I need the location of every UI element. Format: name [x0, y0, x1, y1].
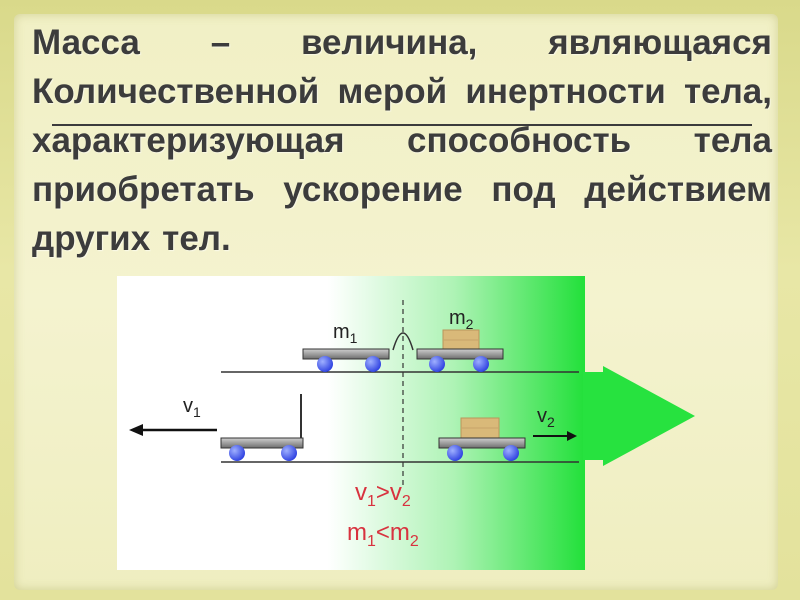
spring-arc-icon: [392, 332, 414, 351]
label-m2-top: m2: [449, 307, 474, 332]
word: Масса: [32, 23, 140, 62]
inertia-diagram: m1 m2 v1 v2 v1>v2 m1<m2: [117, 276, 695, 570]
cart-m2-top: [416, 329, 504, 372]
word: являющаяся: [548, 23, 772, 62]
word: характеризующая: [32, 121, 345, 160]
word: тел.: [162, 219, 231, 258]
word: тела,: [683, 72, 772, 111]
label-v2: v2: [537, 405, 555, 430]
definition-text: Масса – величина, являющаяся Количествен…: [32, 18, 772, 263]
label-v1: v1: [183, 395, 201, 420]
word: приобретать: [32, 170, 255, 209]
definition-line-3: характеризующая способность тела: [32, 116, 772, 165]
arrow-right-v2-icon: [533, 431, 577, 441]
cart-m2-bottom: [438, 417, 526, 461]
label-m1-top: m1: [333, 321, 358, 346]
word: –: [210, 23, 231, 62]
word: инертности: [465, 72, 666, 111]
relation-mass: m1<m2: [347, 519, 419, 550]
word: ускорение: [283, 170, 463, 209]
word: величина,: [300, 23, 478, 62]
word: других: [32, 219, 151, 258]
definition-line-5: других тел.: [32, 214, 772, 263]
inertia-figure: m1 m2 v1 v2 v1>v2 m1<m2: [117, 276, 703, 570]
cart-m1-bottom: [220, 394, 304, 461]
word: под: [491, 170, 556, 209]
arrow-left-v1-icon: [129, 424, 217, 436]
word: действием: [584, 170, 772, 209]
big-arrow-right-icon: [583, 366, 695, 466]
word: способность: [407, 121, 632, 160]
cart-m1-top: [302, 348, 390, 372]
definition-line-2: Количественной мерой инертности тела,: [32, 67, 772, 116]
diagram-background: [117, 276, 585, 570]
word: тела: [693, 121, 772, 160]
definition-line-1: Масса – величина, являющаяся: [32, 18, 772, 67]
underline-divider: [52, 124, 752, 126]
relation-velocity: v1>v2: [355, 479, 411, 510]
definition-line-4: приобретать ускорение под действием: [32, 165, 772, 214]
word: мерой: [337, 72, 448, 111]
word: Количественной: [32, 72, 320, 111]
